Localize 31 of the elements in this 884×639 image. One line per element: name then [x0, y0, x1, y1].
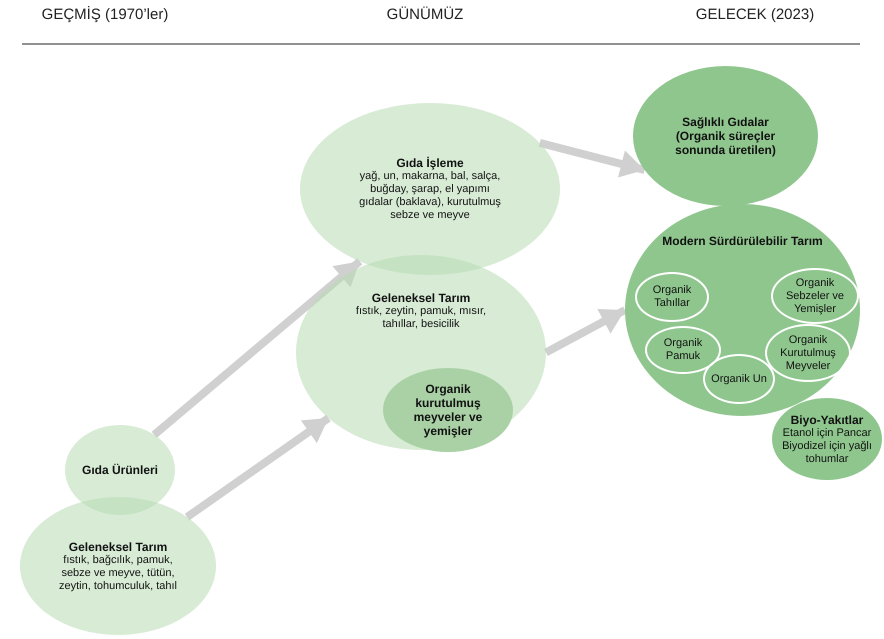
node-heading: Gıda Ürünleri	[82, 463, 158, 477]
node-text: Etanol için Pancar	[782, 426, 872, 440]
arrow	[184, 414, 331, 520]
node-heading: Biyo-Yakıtlar	[790, 412, 864, 426]
ringed-ellipse	[645, 326, 721, 374]
node-text: Organik Sebzeler ve Yemişler	[784, 276, 846, 316]
node-heading: Modern Sürdürülebilir Tarım	[662, 234, 823, 248]
node-heading: Geleneksel Tarım	[68, 540, 168, 554]
ringed-ellipse	[765, 324, 851, 382]
arrow	[544, 306, 627, 356]
ringed-ellipse	[635, 272, 709, 322]
node-heading: Geleneksel Tarım	[372, 291, 470, 305]
node-heading: Gıda İşleme	[396, 156, 464, 170]
node-text: Organik Tahıllar	[652, 284, 692, 310]
ringed-ellipse	[703, 354, 775, 404]
arrow	[538, 139, 646, 178]
node-text: Organik Pamuk	[662, 337, 704, 363]
node-text: Organik Un	[711, 372, 767, 386]
ringed-ellipse	[771, 268, 859, 324]
node-text: fıstık, bağcılık, pamuk, sebze ve meyve, tütün, zeytin, tohumculuk, tahıl	[58, 554, 178, 592]
node-text: yağ, un, makarna, bal, salça, buğday, şarap, el yapımı gıdalar (baklava), kurutulmuş sebze ve meyve	[358, 170, 502, 222]
period-heading: GELECEK (2023)	[696, 6, 814, 23]
node-subheading: (Organik süreçler sonunda üretilen)	[674, 129, 777, 157]
node-heading: Organik kurutulmuş meyveler ve yemişler	[412, 382, 484, 438]
node-heading: Sağlıklı Gıdalar	[682, 115, 769, 129]
node-text: Biyodizel için yağlı tohumlar	[781, 440, 873, 466]
arrow	[152, 258, 362, 438]
node-text: Organik Kurutulmuş Meyveler	[779, 334, 837, 372]
period-heading: GÜNÜMÜZ	[386, 6, 464, 23]
period-heading: GEÇMİŞ (1970’ler)	[42, 6, 168, 23]
node-text: fıstık, zeytin, pamuk, mısır, tahıllar, besicilik	[354, 305, 488, 331]
